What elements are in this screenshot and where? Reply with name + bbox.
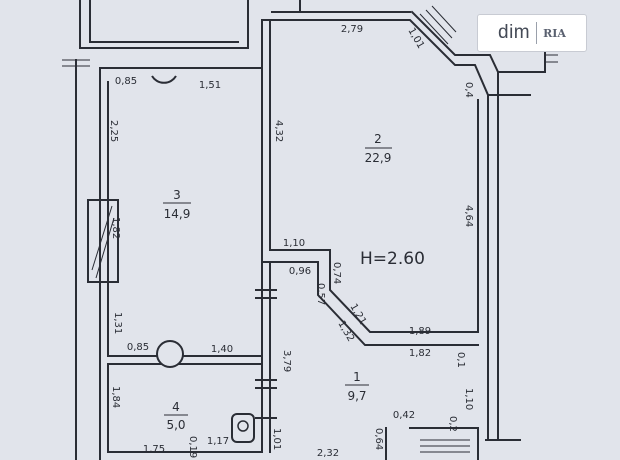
dim-label: 1,82: [110, 217, 121, 239]
wall-top-room2: [261, 19, 489, 441]
dim-label: 1,84: [110, 386, 121, 408]
dim-label: 1,01: [271, 428, 282, 450]
room-1-number: 1: [353, 370, 361, 384]
dim-label: 0,64: [373, 428, 384, 450]
dim-label: 0,1: [455, 352, 466, 368]
door-arc-room3: [151, 75, 177, 84]
dim-label: 4,32: [273, 120, 284, 142]
fixture-circle: [156, 340, 184, 368]
room-3-number: 3: [173, 188, 181, 202]
room-3-area: 14,9: [164, 207, 191, 221]
dim-label: 1,89: [409, 326, 431, 337]
wall-top-left-block: [79, 0, 249, 49]
dim-label: 2,32: [317, 448, 339, 459]
dim-label: 0,85: [127, 342, 149, 353]
dim-label: 1,51: [199, 80, 221, 91]
dim-label: 4,64: [463, 205, 474, 227]
dim-label: 0,42: [393, 410, 415, 421]
ceiling-height-label: H=2.60: [360, 249, 425, 269]
wall-room3-bottom: [107, 81, 263, 357]
dim-label: 1,40: [211, 344, 233, 355]
dim-label: 0,85: [115, 76, 137, 87]
watermark-divider: [536, 22, 538, 44]
wall-room4: [107, 363, 263, 453]
dim-label: 0,57: [315, 283, 326, 305]
dim-label: 1,17: [207, 436, 229, 447]
dim-label: 1,10: [463, 388, 474, 410]
watermark-logo: dim RIA: [477, 14, 587, 52]
toilet-icon: [231, 413, 255, 443]
room-2-area: 22,9: [365, 151, 392, 165]
dim-label: 1,10: [283, 238, 305, 249]
watermark-partner: RIA: [543, 26, 566, 40]
dim-label: 2,25: [108, 120, 119, 142]
dim-label: 1,82: [409, 348, 431, 359]
room-1-area: 9,7: [347, 389, 366, 403]
watermark-brand: dim: [498, 22, 531, 43]
room-2-number: 2: [374, 132, 382, 146]
dim-label: 0,19: [187, 436, 198, 458]
dim-label: 0,96: [289, 266, 311, 277]
dim-label: 0,4: [463, 82, 474, 98]
dim-label: 0,2: [447, 416, 458, 432]
room-4-area: 5,0: [166, 418, 185, 432]
dim-label: 3,79: [281, 350, 292, 372]
dim-label: 2,79: [341, 24, 363, 35]
dim-label: 1,75: [143, 444, 165, 455]
dim-label: 1,31: [112, 312, 123, 334]
room-4-number: 4: [172, 400, 180, 414]
wall-room2-bottom: [269, 99, 479, 333]
dim-label: 0,74: [331, 262, 342, 284]
